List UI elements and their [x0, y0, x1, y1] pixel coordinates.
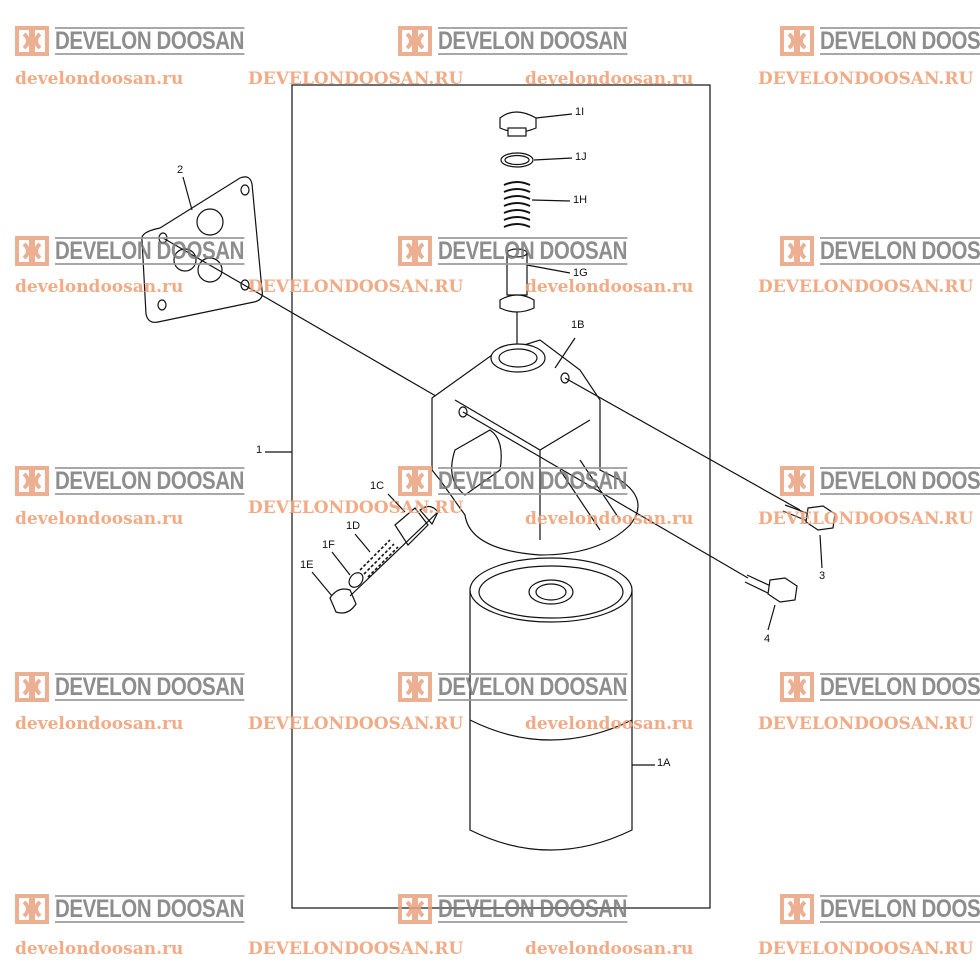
- watermark-logo-text: DEVELON DOOSAN: [55, 27, 245, 55]
- develon-logo-icon: [15, 236, 49, 266]
- watermark-url: DEVELONDOOSAN.RU: [758, 277, 974, 297]
- watermark-url: develondoosan.ru: [525, 509, 694, 529]
- watermark-logo: DEVELON DOOSAN: [398, 236, 669, 266]
- part-2-gasket: [141, 176, 461, 411]
- watermark-logo-text: DEVELON DOOSAN: [438, 27, 628, 55]
- part-3-bolt: [782, 504, 836, 569]
- watermark-logo-text: DEVELON DOOSAN: [55, 673, 245, 701]
- label-1B: 1B: [571, 319, 585, 331]
- watermark-url: DEVELONDOOSAN.RU: [248, 277, 464, 297]
- part-4-bolt: [744, 574, 798, 631]
- watermark-url: DEVELONDOOSAN.RU: [248, 498, 464, 518]
- watermark-logo: DEVELON DOOSAN: [398, 894, 669, 924]
- develon-logo-icon: [15, 26, 49, 56]
- develon-logo-icon: [398, 466, 432, 496]
- part-1F-oring: [331, 551, 364, 588]
- watermark-url: DEVELONDOOSAN.RU: [248, 69, 464, 89]
- watermark-url: develondoosan.ru: [15, 509, 184, 529]
- watermark-logo: DEVELON DOOSAN: [780, 466, 980, 496]
- watermark-logo: DEVELON DOOSAN: [780, 236, 980, 266]
- watermark-logo: DEVELON DOOSAN: [780, 672, 980, 702]
- watermark-url: DEVELONDOOSAN.RU: [248, 714, 464, 734]
- watermark-url: DEVELONDOOSAN.RU: [758, 939, 974, 959]
- label-1H: 1H: [573, 194, 588, 206]
- watermark-url: develondoosan.ru: [525, 277, 694, 297]
- watermark-url: develondoosan.ru: [525, 714, 694, 734]
- label-1I: 1I: [575, 106, 585, 118]
- watermark-logo-text: DEVELON DOOSAN: [55, 237, 245, 265]
- watermark-logo-text: DEVELON DOOSAN: [438, 467, 628, 495]
- develon-logo-icon: [15, 894, 49, 924]
- develon-logo-icon: [780, 466, 814, 496]
- develon-logo-icon: [398, 894, 432, 924]
- part-1E-plug: [311, 509, 441, 614]
- part-1A-filter-cartridge: [469, 557, 655, 851]
- part-1I-plug: [499, 111, 573, 137]
- label-1E: 1E: [300, 559, 314, 571]
- watermark-logo-text: DEVELON DOOSAN: [820, 237, 980, 265]
- develon-logo-icon: [398, 236, 432, 266]
- watermark-logo-text: DEVELON DOOSAN: [438, 673, 628, 701]
- watermark-logo: DEVELON DOOSAN: [15, 672, 286, 702]
- label-2: 2: [177, 164, 184, 176]
- label-1: 1: [256, 444, 263, 456]
- watermark-logo: DEVELON DOOSAN: [15, 236, 286, 266]
- watermark-logo: DEVELON DOOSAN: [15, 894, 286, 924]
- develon-logo-icon: [15, 466, 49, 496]
- label-1F: 1F: [322, 539, 335, 551]
- watermark-logo: DEVELON DOOSAN: [15, 466, 286, 496]
- label-1J: 1J: [575, 151, 587, 163]
- watermark-logo-text: DEVELON DOOSAN: [820, 895, 980, 923]
- label-4: 4: [764, 633, 771, 645]
- label-1A: 1A: [657, 757, 671, 769]
- label-3: 3: [819, 570, 826, 582]
- watermark-url: develondoosan.ru: [15, 939, 184, 959]
- watermark-logo: DEVELON DOOSAN: [780, 26, 980, 56]
- assembly-frame: [291, 84, 711, 909]
- label-1C: 1C: [370, 480, 385, 492]
- watermark-url: DEVELONDOOSAN.RU: [758, 69, 974, 89]
- watermark-url: DEVELONDOOSAN.RU: [248, 939, 464, 959]
- watermark-url: develondoosan.ru: [525, 69, 694, 89]
- label-1G: 1G: [573, 267, 588, 279]
- watermark-url: develondoosan.ru: [15, 277, 184, 297]
- develon-logo-icon: [780, 26, 814, 56]
- develon-logo-icon: [780, 672, 814, 702]
- watermark-logo-text: DEVELON DOOSAN: [820, 27, 980, 55]
- watermark-url: develondoosan.ru: [15, 714, 184, 734]
- watermark-logo-text: DEVELON DOOSAN: [820, 467, 980, 495]
- watermark-logo-text: DEVELON DOOSAN: [55, 467, 245, 495]
- watermark-logo: DEVELON DOOSAN: [780, 894, 980, 924]
- watermark-logo-text: DEVELON DOOSAN: [438, 237, 628, 265]
- develon-logo-icon: [15, 672, 49, 702]
- watermark-logo: DEVELON DOOSAN: [398, 466, 669, 496]
- watermark-url: DEVELONDOOSAN.RU: [758, 509, 974, 529]
- watermark-url: develondoosan.ru: [15, 69, 184, 89]
- part-1H-spring: [503, 181, 571, 228]
- watermark-logo-text: DEVELON DOOSAN: [55, 895, 245, 923]
- watermark-logo: DEVELON DOOSAN: [398, 672, 669, 702]
- watermark-logo: DEVELON DOOSAN: [398, 26, 669, 56]
- develon-logo-icon: [780, 894, 814, 924]
- part-1D-spring: [354, 533, 399, 578]
- label-1D: 1D: [346, 520, 361, 532]
- watermark-url: DEVELONDOOSAN.RU: [758, 714, 974, 734]
- watermark-logo-text: DEVELON DOOSAN: [820, 673, 980, 701]
- watermark-logo-text: DEVELON DOOSAN: [438, 895, 628, 923]
- watermark-logo: DEVELON DOOSAN: [15, 26, 286, 56]
- develon-logo-icon: [780, 236, 814, 266]
- develon-logo-icon: [398, 26, 432, 56]
- part-1J-oring: [500, 152, 573, 168]
- watermark-url: develondoosan.ru: [525, 939, 694, 959]
- part-1B-filter-head: [431, 337, 639, 556]
- develon-logo-icon: [398, 672, 432, 702]
